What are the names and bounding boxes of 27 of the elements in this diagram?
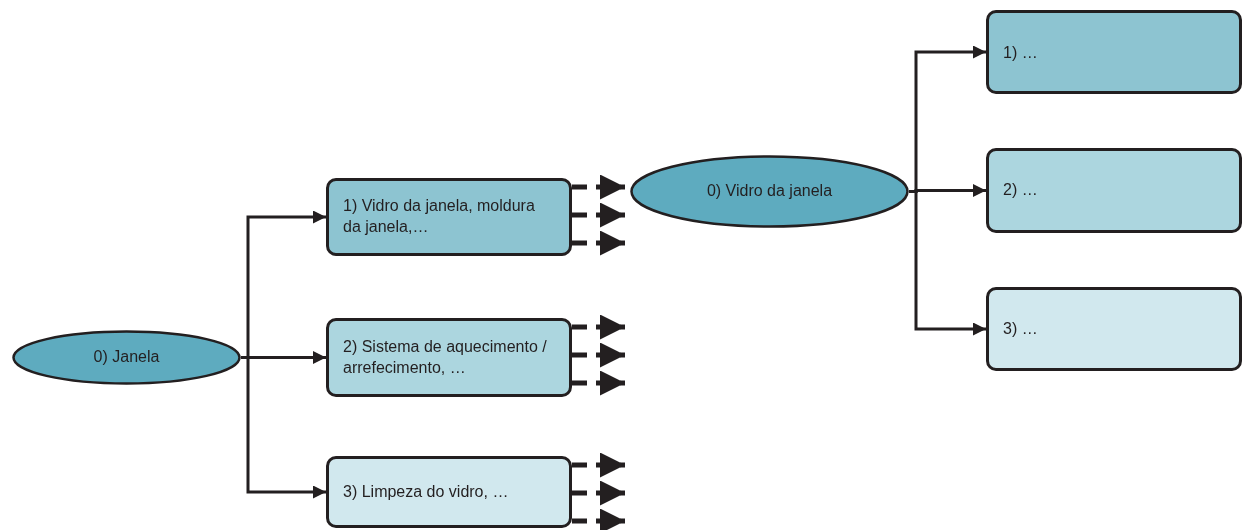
dashed-arrow xyxy=(572,202,625,228)
connector-arrow xyxy=(909,190,986,336)
connector-arrow xyxy=(241,356,326,499)
dashed-arrow xyxy=(572,314,625,340)
process-box xyxy=(326,456,572,528)
process-box xyxy=(986,287,1242,371)
process-box xyxy=(326,318,572,397)
process-box xyxy=(326,178,572,256)
ellipse-node xyxy=(630,155,909,228)
ellipse-node xyxy=(12,330,241,385)
node-label: 3) Limpeza do vidro, … xyxy=(343,481,509,502)
dashed-arrow xyxy=(572,174,625,200)
node-label: 2) Sistema de aquecimento / arrefecimento, … xyxy=(343,336,548,378)
node-label: 3) … xyxy=(1003,318,1038,339)
node-label: 0) Janela xyxy=(93,347,160,368)
dashed-arrow xyxy=(572,230,625,256)
dashed-arrow xyxy=(572,480,625,506)
dashed-arrow xyxy=(572,342,625,368)
dashed-arrow xyxy=(572,370,625,396)
dashed-arrow xyxy=(572,508,625,530)
node-label: 1) Vidro da janela, moldura da janela,… xyxy=(343,196,536,237)
node-label: 0) Vidro da janela xyxy=(706,181,833,202)
dashed-arrow xyxy=(572,452,625,478)
process-box xyxy=(986,10,1242,94)
node-label: 2) … xyxy=(1003,180,1038,201)
node-label: 1) … xyxy=(1003,43,1038,63)
process-box xyxy=(986,148,1242,233)
